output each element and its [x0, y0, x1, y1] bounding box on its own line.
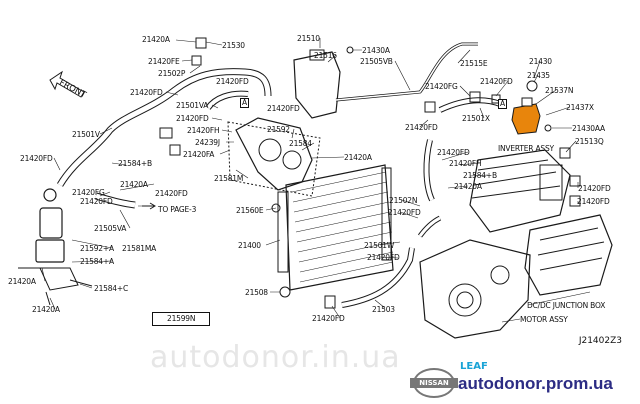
part-label-21420fd: 21420FD	[20, 154, 53, 163]
part-label-21420a: 21420A	[454, 182, 482, 191]
part-label-21400: 21400	[238, 241, 261, 250]
part-label-21420fd: 21420FD	[367, 253, 400, 262]
part-label-21420fd: 21420FD	[437, 148, 470, 157]
part-label-21560e: 21560E	[236, 206, 264, 215]
part-label-21420a: 21420A	[32, 305, 60, 314]
part-label-21420fg: 21420FG	[425, 82, 458, 91]
part-label-21420a: 21420A	[142, 35, 170, 44]
part-label-21420fd: 21420FD	[80, 197, 113, 206]
part-label-21420a: 21420A	[344, 153, 372, 162]
part-label-21502n: 21502N	[389, 196, 418, 205]
part-label-21581ma: 21581MA	[122, 244, 157, 253]
part-label-21592-a: 21592+A	[80, 244, 114, 253]
part-label-21584-c: 21584+C	[94, 284, 128, 293]
part-label-21584-a: 21584+A	[80, 257, 114, 266]
part-label-21501v: 21501V	[72, 130, 100, 139]
part-label-21505va: 21505VA	[94, 224, 127, 233]
part-label-21516: 21516	[314, 51, 337, 60]
part-label-21592: 21592	[267, 125, 290, 134]
part-label-21501x: 21501X	[462, 114, 490, 123]
part-label-21430a: 21430A	[362, 46, 390, 55]
part-label-21503: 21503	[372, 305, 395, 314]
part-label-21420fd: 21420FD	[216, 77, 249, 86]
part-label-21584-b: 21584+B	[118, 159, 152, 168]
part-label-21537n: 21537N	[545, 86, 574, 95]
boxed-ref-a: A	[240, 98, 249, 108]
part-label-21501w: 21501W	[364, 241, 395, 250]
part-label-21420fe: 21420FE	[148, 57, 180, 66]
part-label-to-page-3: TO PAGE-3	[158, 205, 197, 214]
part-label-21420fd: 21420FD	[155, 189, 188, 198]
part-label-21420fd: 21420FD	[267, 104, 300, 113]
part-label-21530: 21530	[222, 41, 245, 50]
part-label-21420fd: 21420FD	[405, 123, 438, 132]
site-link[interactable]: autodonor.prom.ua	[458, 374, 613, 393]
part-label-21584-b: 21584+B	[463, 171, 497, 180]
nissan-badge-text: NISSAN	[410, 378, 458, 388]
part-label-21420fd: 21420FD	[480, 77, 513, 86]
part-label-21505vb: 21505VB	[360, 57, 393, 66]
part-label-21513q: 21513Q	[575, 137, 604, 146]
diagram-code: J21402Z3	[578, 336, 622, 346]
part-label-21508: 21508	[245, 288, 268, 297]
part-label-21510: 21510	[297, 34, 320, 43]
part-label-dc-dc-junction-box: DC/DC JUNCTION BOX	[527, 301, 606, 310]
part-label-21420fd: 21420FD	[388, 208, 421, 217]
part-label-21420fa: 21420FA	[183, 150, 215, 159]
part-label-21581m: 21581M	[214, 174, 244, 183]
to-page-arrow-icon	[142, 202, 156, 210]
highlighted-part-21537n	[511, 103, 541, 135]
part-label-21430aa: 21430AA	[572, 124, 605, 133]
part-label-21420fd: 21420FD	[577, 197, 610, 206]
part-label-21420fd: 21420FD	[578, 184, 611, 193]
part-label-21501va: 21501VA	[176, 101, 209, 110]
part-label-21420fd: 21420FD	[312, 314, 345, 323]
part-label-21584: 21584	[289, 139, 312, 148]
part-label-21420fh: 21420FH	[449, 159, 482, 168]
part-label-21515e: 21515E	[460, 59, 488, 68]
part-label-21420fg: 21420FG	[72, 188, 105, 197]
nissan-logo: NISSAN	[410, 368, 458, 398]
parts-box-label: 21599N	[152, 312, 211, 326]
part-label-21420fh: 21420FH	[187, 126, 220, 135]
watermark-text: autodonor.in.ua	[150, 340, 401, 375]
boxed-ref-a: A	[498, 99, 507, 109]
front-arrow-icon	[49, 70, 85, 98]
model-name: LEAF	[460, 361, 488, 372]
part-label-21502p: 21502P	[158, 69, 186, 78]
part-label-21437x: 21437X	[566, 103, 594, 112]
part-label-21420a: 21420A	[120, 180, 148, 189]
part-label-21420fd: 21420FD	[130, 88, 163, 97]
part-label-21435: 21435	[527, 71, 550, 80]
part-label-21430: 21430	[529, 57, 552, 66]
part-label-21420fd: 21420FD	[176, 114, 209, 123]
part-label-motor-assy: MOTOR ASSY	[520, 315, 568, 324]
part-label-24239j: 24239J	[195, 138, 220, 147]
part-label-21420a: 21420A	[8, 277, 36, 286]
part-label-inverter-assy: INVERTER ASSY	[498, 144, 554, 153]
